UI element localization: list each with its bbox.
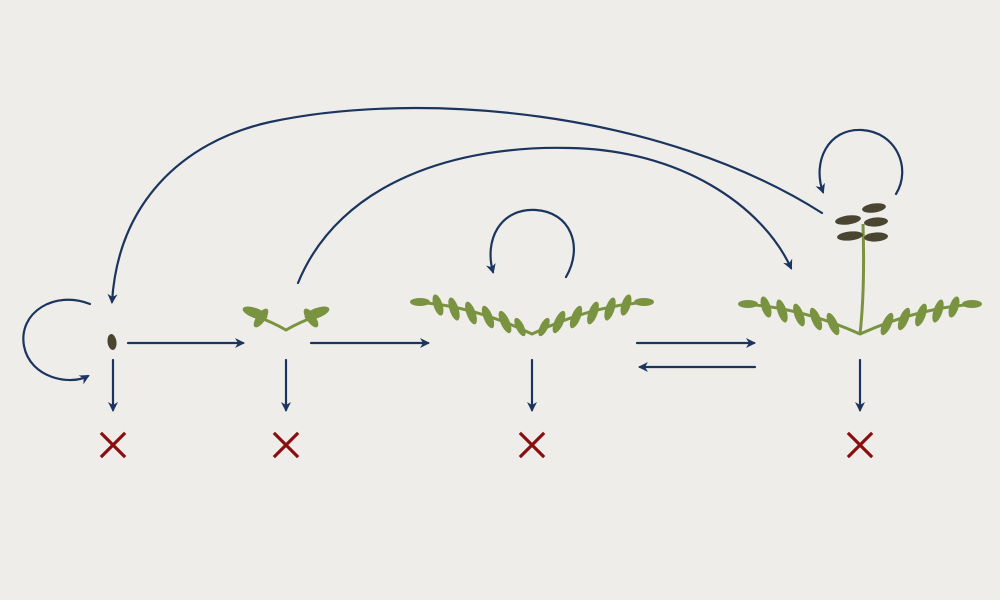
seedling-to-adult-arrow [296, 146, 793, 285]
seed-mortality [99, 358, 127, 459]
seedling-mortality [272, 358, 300, 459]
fertile-fern-icon [738, 203, 982, 336]
death-x-icon [518, 431, 546, 459]
juvenile-fern-icon [410, 294, 654, 337]
seed-icon [107, 334, 117, 350]
juvenile-stasis-arrow [486, 208, 575, 279]
mortality [99, 358, 874, 459]
seed-stasis-arrow [22, 298, 92, 385]
juvenile-mortality [518, 358, 546, 459]
death-x-icon [846, 431, 874, 459]
adult-to-seed-arrow [107, 106, 824, 304]
seedling-icon [242, 306, 330, 332]
transitions [22, 106, 904, 385]
adult-stasis-arrow [815, 128, 904, 196]
death-x-icon [99, 431, 127, 459]
adult-mortality [846, 358, 874, 459]
death-x-icon [272, 431, 300, 459]
